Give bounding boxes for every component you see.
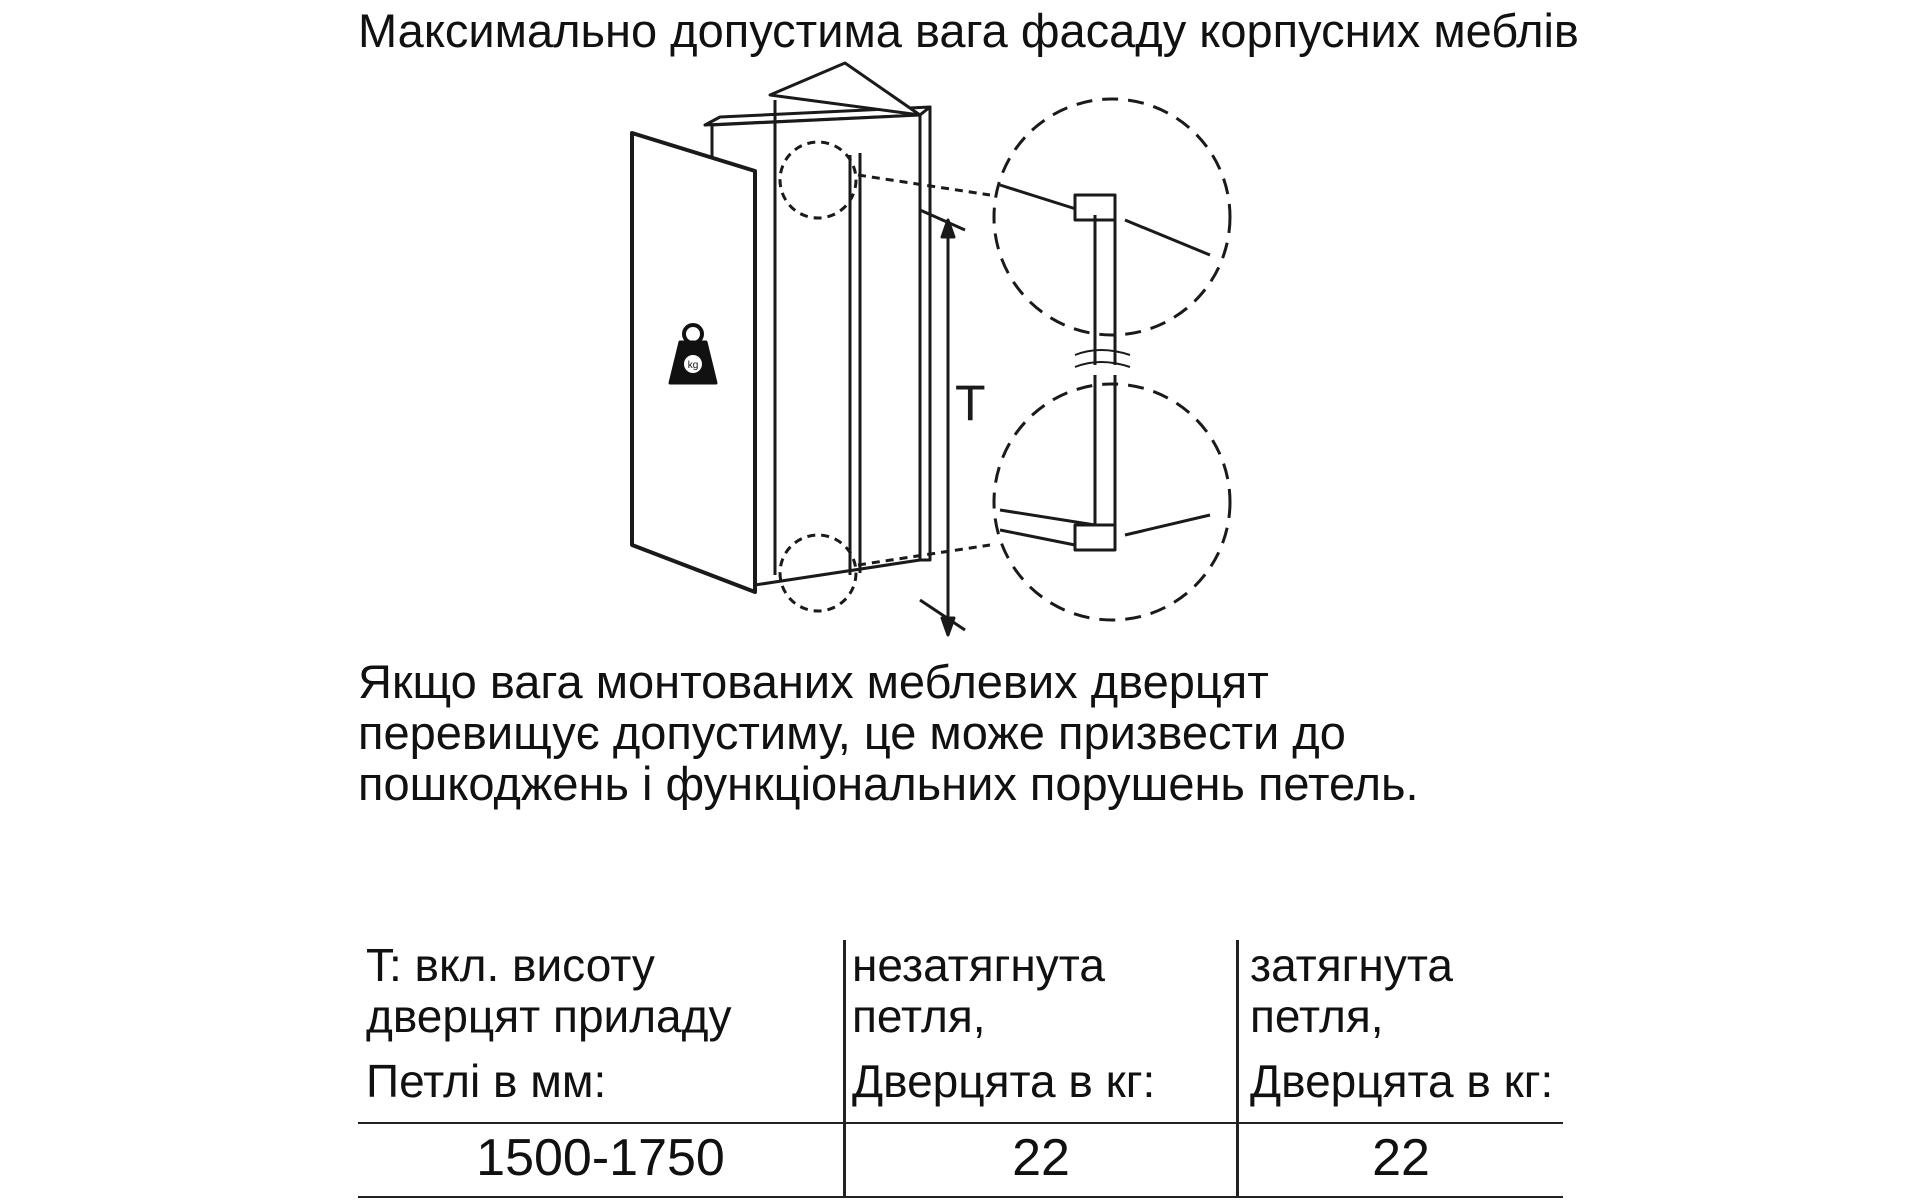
zoom-detail-top — [992, 97, 1232, 337]
installation-diagram: kg T — [630, 61, 1232, 637]
hinge-detail-marker-top — [778, 140, 858, 220]
table-cell-height-range: 1500-1750 — [476, 1129, 725, 1187]
header-loose-unit: Дверцята в кг: — [852, 1055, 1156, 1107]
table-cell-loose-weight: 22 — [1012, 1129, 1070, 1187]
header-loose-line2: петля, — [852, 990, 986, 1042]
table-divider — [843, 940, 846, 1198]
svg-text:kg: kg — [688, 360, 699, 371]
header-tight-unit: Дверцята в кг: — [1250, 1055, 1554, 1107]
header-tight-hinge-column: затягнута петля, Дверцята в кг: — [1250, 940, 1580, 1107]
header-height-column: T: вкл. висоту дверцят приладу Петлі в м… — [366, 940, 826, 1107]
header-loose-hinge-column: незатягнута петля, Дверцята в кг: — [852, 940, 1232, 1107]
weight-kg-icon: kg — [668, 323, 718, 385]
header-tight-line2: петля, — [1250, 990, 1384, 1042]
zoom-detail-bottom — [992, 382, 1232, 622]
header-height-unit: Петлі в мм: — [366, 1055, 607, 1107]
warning-text: Якщо вага монтованих меблевих дверцят пе… — [358, 655, 1419, 810]
weight-spec-table: T: вкл. висоту дверцят приладу Петлі в м… — [358, 940, 1563, 1198]
cabinet-side — [918, 105, 932, 562]
dimension-label: T — [955, 375, 986, 431]
header-loose-line1: незатягнута — [852, 939, 1105, 991]
cabinet-right-face — [768, 61, 922, 117]
table-header-rule — [358, 1122, 1563, 1124]
header-height-line1: T: вкл. висоту — [366, 939, 655, 991]
table-divider — [1236, 940, 1239, 1198]
header-tight-line1: затягнута — [1250, 939, 1453, 991]
table-cell-tight-weight: 22 — [1372, 1129, 1430, 1187]
hinge-detail-marker-bottom — [778, 533, 858, 613]
header-height-line2: дверцят приладу — [366, 990, 732, 1042]
table-bottom-rule — [358, 1196, 1563, 1198]
page-title: Максимально допустима вага фасаду корпус… — [358, 4, 1579, 57]
